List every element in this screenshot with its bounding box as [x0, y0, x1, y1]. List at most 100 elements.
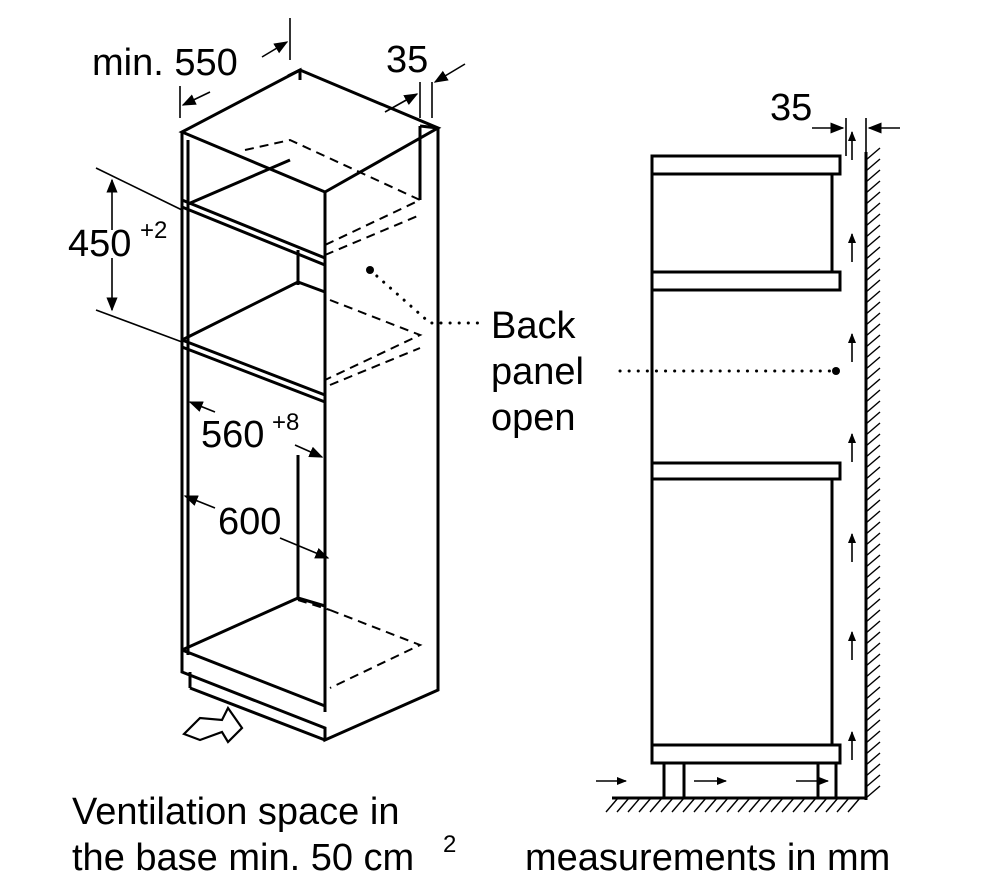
ventilation-unit-sup: 2	[443, 831, 456, 858]
side-appliance-top	[650, 461, 842, 481]
dim-outer-width-arrow-right	[279, 537, 330, 559]
cabinet-top-edge	[287, 67, 302, 80]
hatch-line	[770, 797, 784, 813]
hatch-line	[865, 290, 881, 304]
hatch-line	[792, 797, 806, 813]
middle-shelf-top	[181, 280, 326, 342]
hatch-line	[836, 797, 850, 813]
hatch-line	[865, 664, 881, 678]
hatch-line	[865, 268, 881, 282]
hatch-line	[865, 158, 881, 172]
hatch-line	[865, 389, 881, 403]
hatch-line	[865, 367, 881, 381]
hatch-line	[865, 642, 881, 656]
dashed-upper-back	[324, 214, 421, 256]
hatch-line	[682, 797, 696, 813]
bottom-shelf-front	[181, 648, 326, 708]
hatch-line	[865, 609, 881, 623]
hatch-line	[865, 576, 881, 590]
hatch-line	[865, 675, 881, 689]
dim-depth-arrow-left	[181, 91, 211, 106]
hatch-line	[814, 797, 828, 813]
dim-height-ext-bottom	[95, 309, 183, 343]
hatch-line	[865, 444, 881, 458]
upper-shelf-left	[187, 158, 291, 206]
hatch-line	[865, 686, 881, 700]
dim-height-ext-top	[95, 167, 183, 211]
hatch-line	[638, 797, 652, 813]
hatch-line	[865, 774, 881, 788]
hatch-line	[865, 246, 881, 260]
dim-top-gap-arrow-left	[384, 93, 419, 113]
hatch-line	[865, 763, 881, 777]
hollow-arrow-icon	[182, 705, 244, 744]
dim-inner-width-tolerance: +8	[272, 409, 299, 436]
hatch-line	[865, 477, 881, 491]
hatch-line	[865, 653, 881, 667]
dim-depth-arrow-right	[261, 41, 289, 58]
side-niche-bottom	[650, 270, 842, 292]
dim-height-tolerance: +2	[140, 217, 167, 244]
hatch-line	[748, 797, 762, 813]
hatch-line	[759, 797, 773, 813]
hatch-line	[671, 797, 685, 813]
hatch-line	[865, 301, 881, 315]
dim-inner-width-arrow-left	[188, 401, 216, 413]
hatch-line	[865, 719, 881, 733]
hatch-line	[737, 797, 751, 813]
hatch-line	[865, 224, 881, 238]
side-section: 35	[596, 87, 900, 813]
back-panel-leader-left	[368, 268, 482, 325]
hatch-line	[865, 510, 881, 524]
hatch-line	[865, 422, 881, 436]
dashed-top-back	[244, 138, 423, 246]
bottom-shelf-top	[181, 596, 326, 652]
ventilation-line1: Ventilation space in	[72, 791, 399, 833]
dim-depth: min. 550	[92, 18, 291, 118]
hatch-line	[726, 797, 740, 813]
hatch-line	[865, 323, 881, 337]
back-panel-label-line2: panel	[491, 351, 584, 393]
hatch-line	[605, 797, 619, 813]
hatch-line	[616, 797, 630, 813]
back-panel-label-line3: open	[491, 397, 576, 439]
cabinet-top	[178, 68, 442, 194]
dim-height-label: 450	[68, 223, 131, 265]
dim-top-gap-arrow-right	[433, 63, 466, 83]
hatch-line	[627, 797, 641, 813]
dashed-middle-back2	[329, 347, 421, 386]
hatch-line	[865, 730, 881, 744]
back-panel-callout: Back panel open	[366, 266, 840, 439]
hatch-line	[715, 797, 729, 813]
hatch-line	[865, 532, 881, 546]
upper-shelf-front	[181, 198, 327, 268]
hatch-line	[865, 565, 881, 579]
side-gap-label: 35	[770, 87, 812, 129]
dim-top-gap: 35	[384, 39, 466, 118]
hatch-line	[865, 334, 881, 348]
dim-top-gap-label: 35	[386, 39, 428, 81]
plinth	[180, 652, 440, 743]
dim-depth-label: min. 550	[92, 42, 238, 84]
hatch-line	[865, 455, 881, 469]
hatch-line	[865, 598, 881, 612]
back-panel-dot-right	[832, 367, 840, 375]
hatch-line	[660, 797, 674, 813]
hatch-line	[865, 213, 881, 227]
plinth-bottom	[189, 686, 326, 742]
hatch-line	[803, 797, 817, 813]
dashed-bottom-left	[297, 599, 331, 611]
hatch-line	[847, 797, 861, 813]
hatch-line	[865, 543, 881, 557]
hatch-line	[865, 235, 881, 249]
dashed-bottom-back	[329, 609, 423, 689]
hatch-line	[865, 169, 881, 183]
wall-hatching	[865, 147, 881, 799]
dim-inner-width: 560 +8	[188, 401, 324, 458]
hatch-line	[865, 708, 881, 722]
hatch-line	[865, 191, 881, 205]
dim-inner-width-label: 560	[201, 414, 264, 456]
hatch-line	[865, 741, 881, 755]
hatch-line	[865, 499, 881, 513]
